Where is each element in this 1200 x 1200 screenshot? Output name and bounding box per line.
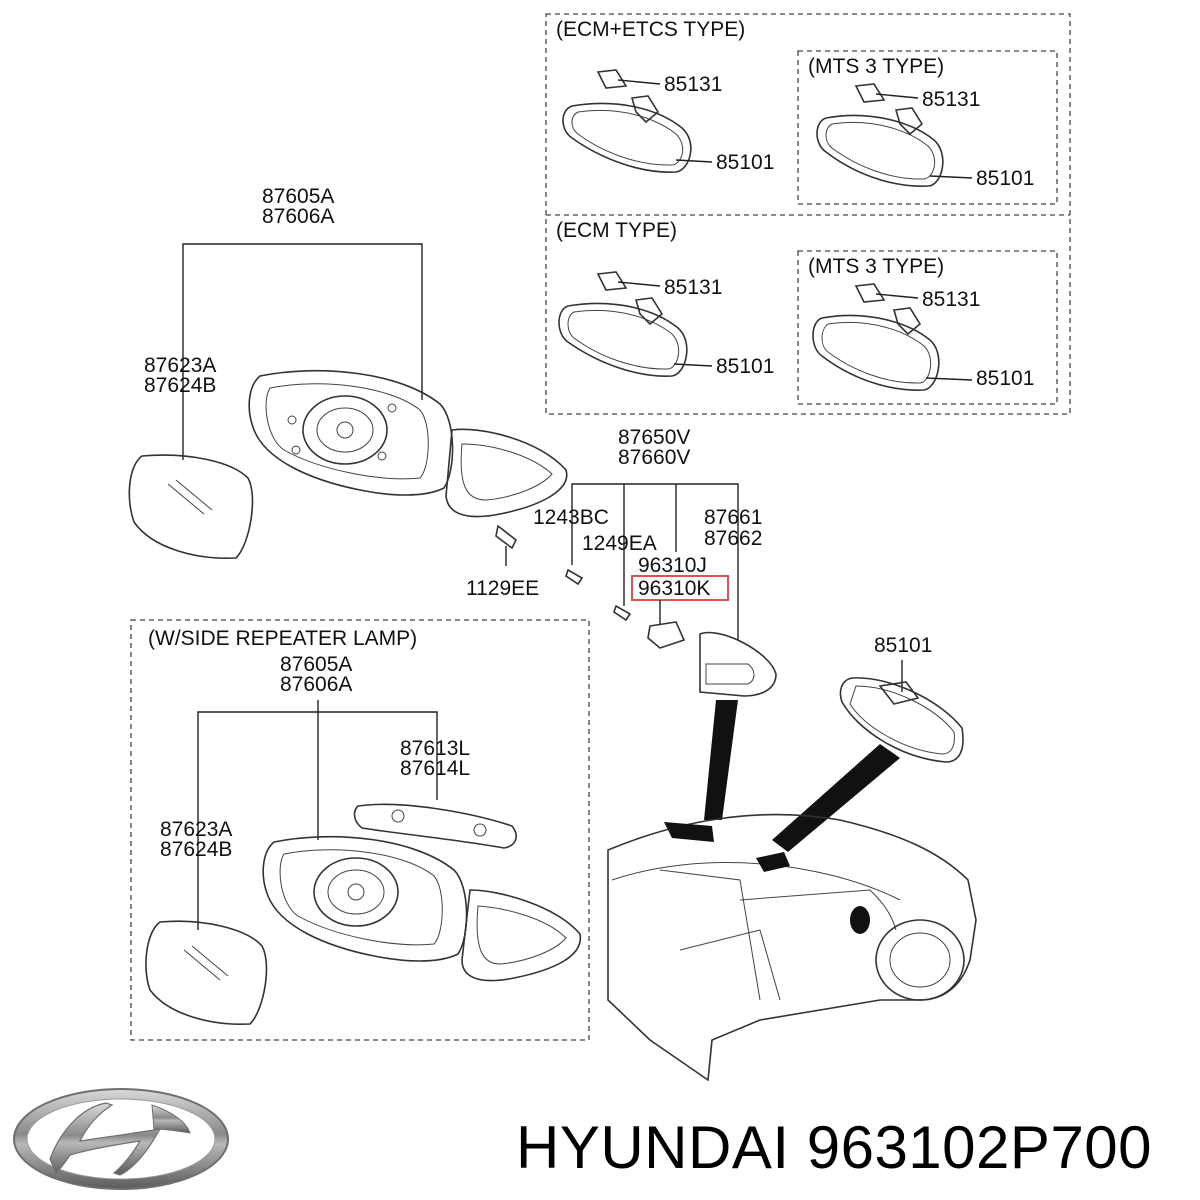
- side-repeater-panel: (W/SIDE REPEATER LAMP) 87605A 87606A 876…: [130, 619, 590, 1041]
- brand-partnumber: HYUNDAI 963102P700: [516, 1113, 1152, 1182]
- variant-panel: (ECM+ETCS TYPE) (MTS 3 TYPE) (ECM TYPE) …: [545, 13, 1071, 415]
- mts3-box-bottom: [797, 250, 1058, 405]
- label-87623A: 87623A: [144, 354, 216, 377]
- inside-mirror-85101: [839, 677, 964, 763]
- box-title-mts3-top: (MTS 3 TYPE): [808, 55, 944, 78]
- label-87624B: 87624B: [144, 374, 216, 397]
- label-1129EE: 1129EE: [466, 577, 539, 600]
- hyundai-logo-icon: [13, 1088, 229, 1190]
- label-85101-main: 85101: [874, 634, 932, 657]
- label-87624B-b: 87624B: [160, 838, 232, 861]
- pointer-inside-mirror: [772, 744, 900, 852]
- label-85131-a: 85131: [664, 73, 722, 96]
- mts3-box-top: [797, 50, 1058, 205]
- label-87613L: 87613L: [400, 737, 470, 760]
- screw-1249EA: [613, 604, 632, 622]
- mirror-base: [445, 428, 568, 518]
- label-85131-b: 85131: [922, 88, 980, 111]
- label-87614L: 87614L: [400, 757, 470, 780]
- label-87605A-b: 87605A: [280, 653, 352, 676]
- vehicle-outside-mirror: [664, 822, 714, 842]
- pointer-outside-mirror: [704, 700, 738, 820]
- label-87650V: 87650V: [618, 426, 690, 449]
- vehicle-side-mirror: [850, 906, 870, 934]
- box-title-mts3-bottom: (MTS 3 TYPE): [808, 255, 944, 278]
- box-title-ecm-etcs: (ECM+ETCS TYPE): [556, 18, 745, 41]
- label-1243BC: 1243BC: [533, 506, 609, 529]
- label-85101-a: 85101: [716, 151, 774, 174]
- mirror-glass: [128, 454, 254, 559]
- box-title-ecm: (ECM TYPE): [556, 219, 677, 242]
- center-parts: 87650V 87660V 1243BC 1249EA 87661 87662 …: [533, 426, 777, 697]
- part-number: 963102P700: [806, 1114, 1153, 1181]
- side-repeater-box: [130, 619, 590, 1041]
- side-repeater-lamp: [353, 803, 517, 849]
- label-87606A-b: 87606A: [280, 673, 352, 696]
- label-1249EA: 1249EA: [582, 532, 657, 555]
- label-96310J: 96310J: [638, 554, 707, 577]
- cover-87661: [699, 631, 777, 697]
- label-87623A-b: 87623A: [160, 818, 232, 841]
- vehicle-wheel: [875, 919, 965, 1001]
- screw-1243BC: [565, 568, 584, 586]
- screw-1129EE: [495, 524, 518, 550]
- label-85101-c: 85101: [716, 355, 774, 378]
- label-85101-d: 85101: [976, 367, 1034, 390]
- vehicle-illustration: [607, 700, 977, 1082]
- mirror-housing-b: [262, 835, 468, 962]
- vehicle-body: [607, 813, 977, 1082]
- label-87660V: 87660V: [618, 446, 690, 469]
- variant-outer-box: [545, 13, 1071, 415]
- inside-mirror-main: 85101: [839, 634, 964, 763]
- inside-mirror-mts3-top: 85131 85101: [816, 83, 1034, 190]
- label-85101-b: 85101: [976, 167, 1034, 190]
- box-title-side-repeater: (W/SIDE REPEATER LAMP): [148, 627, 417, 650]
- label-87605A: 87605A: [262, 185, 334, 208]
- label-85131-d: 85131: [922, 288, 980, 311]
- highlight-frame-96310K: [631, 575, 729, 601]
- outside-mirror-assembly: 87605A 87606A 87623A 87624B 1129EE: [128, 185, 568, 600]
- connector-96310K: [647, 621, 686, 649]
- inside-mirror-ecm-etcs: 85131 85101: [562, 69, 774, 174]
- mirror-base-b: [461, 889, 582, 982]
- brand-name: HYUNDAI: [516, 1114, 790, 1181]
- label-87662: 87662: [704, 527, 762, 550]
- vehicle-roof-mirror: [756, 852, 790, 872]
- mirror-housing: [248, 369, 454, 496]
- mirror-glass-b: [145, 920, 268, 1025]
- label-87606A: 87606A: [262, 205, 334, 228]
- label-96310K: 96310K: [638, 577, 710, 600]
- inside-mirror-ecm: 85131 85101: [558, 271, 774, 378]
- inside-mirror-mts3-bottom: 85131 85101: [812, 283, 1034, 391]
- cover-85131-a: [596, 69, 628, 89]
- label-85131-c: 85131: [664, 276, 722, 299]
- label-87661: 87661: [704, 506, 762, 529]
